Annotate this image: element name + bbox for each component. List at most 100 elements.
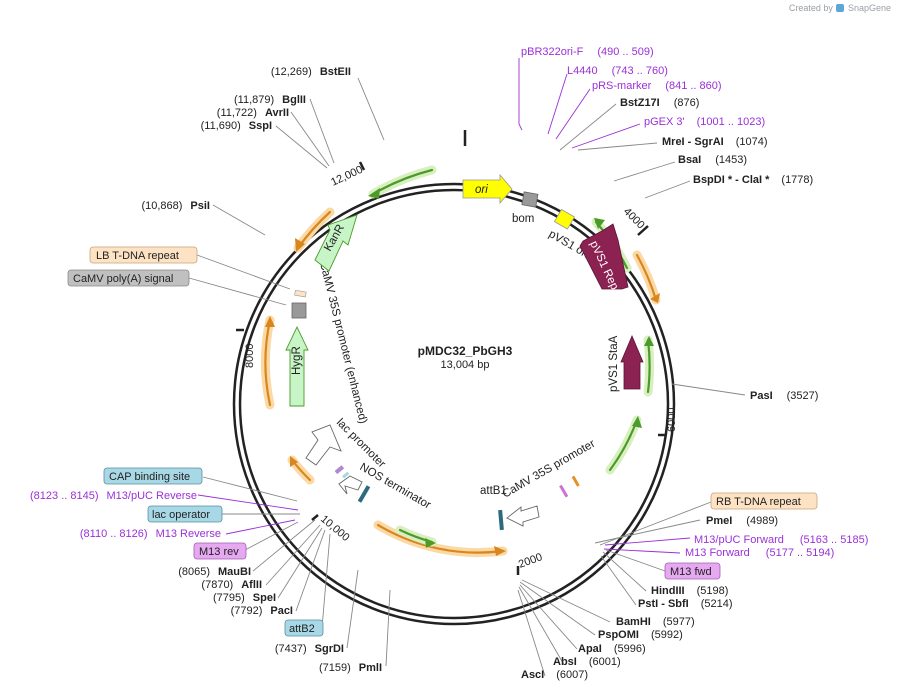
cap-binding-box-text: CAP binding site [109, 471, 190, 483]
site-ascI: AscI(6007) [521, 669, 588, 681]
attb2-box [284, 619, 324, 637]
leader-pmeI [594, 519, 701, 544]
site-prs-marker: pRS-marker (841 .. 860) [592, 80, 722, 92]
site-apaI-pos: (5996) [614, 643, 646, 655]
site-apaI-name: ApaI [578, 643, 602, 655]
ori-feature [462, 173, 513, 205]
backbone-outer [232, 182, 676, 626]
site-pasI-name: PasI [750, 390, 773, 402]
site-pspomI-pos: (5992) [651, 629, 683, 641]
lac-promoter-feature [338, 475, 363, 495]
site-m13puc-reverse-pos: (8123 .. 8145) [30, 490, 99, 502]
camv35s-feature [506, 505, 540, 527]
camv-polya-box-text: CaMV poly(A) signal [73, 273, 173, 285]
leader-claI [644, 180, 691, 199]
site-aflII-name: AflII [241, 579, 262, 591]
site-bglII-name: BglII [282, 94, 306, 106]
nos-feature [357, 485, 371, 503]
snapgene-logo-icon [836, 4, 845, 12]
leader-l4440 [547, 73, 568, 135]
site-sgrdI-pos: (7437) [275, 643, 307, 655]
pvs1-staa-label: pVS1 StaA [608, 335, 620, 392]
attb2-box-text: attB2 [289, 623, 315, 635]
leader-pacI [295, 529, 326, 612]
cap-binding-box [103, 467, 203, 485]
rb-repeat-box [710, 492, 818, 510]
site-m13puc-reverse-name: M13/pUC Reverse [107, 490, 197, 502]
attb1-feature [498, 509, 504, 531]
boxed-labels: LB T-DNA repeat CaMV poly(A) signal CAP … [67, 246, 818, 637]
site-m13puc-forward-pos: (5163 .. 5185) [800, 534, 869, 546]
right-labels: pBR322ori-F(490 .. 509) L4440(743 .. 760… [521, 46, 868, 681]
tick-label-12000: 12,000 [329, 164, 365, 189]
site-m13-reverse-name: M13 Reverse [156, 528, 221, 540]
site-bsteII-pos: (12,269) [271, 66, 312, 78]
leader-srgai [577, 142, 658, 151]
site-prs-marker-pos: (841 .. 860) [665, 80, 721, 92]
m13-fwd-box [664, 562, 721, 580]
lb-repeat-box-text: LB T-DNA repeat [96, 250, 179, 262]
watermark: Created by SnapGene [789, 3, 891, 13]
site-speI-pos: (7795) [213, 592, 245, 604]
pvs1-repa-feature [579, 223, 629, 290]
site-aflII-pos: (7870) [201, 579, 233, 591]
site-hindIII: HindIII(5198) [651, 585, 728, 597]
site-mrei-sgrai: MreI - SgrAI(1074) [662, 136, 768, 148]
site-pacI-name: PacI [270, 605, 293, 617]
site-pstI-sbfI-pos: (5214) [701, 598, 733, 610]
bom-feature [521, 191, 539, 208]
m13-rev-box-text: M13 rev [199, 546, 239, 558]
site-m13-reverse-pos: (8110 .. 8126) [80, 528, 148, 540]
leader-sspI [275, 125, 328, 169]
site-pbr322ori-f-name: pBR322ori-F [521, 46, 584, 58]
site-m13puc-forward-name: M13/pUC Forward [694, 534, 784, 546]
leader-psiI [212, 204, 266, 236]
orf-arrowhead-topleft [295, 238, 305, 252]
site-prs-marker-name: pRS-marker [592, 80, 652, 92]
site-mrei-sgrai-name: MreI - SgrAI [662, 136, 724, 148]
tick-label-8000: 10,000 [318, 513, 351, 544]
rb-repeat-box-text: RB T-DNA repeat [716, 496, 801, 508]
watermark-created-by: Created by [788, 3, 833, 13]
leader-attb2 [321, 533, 331, 629]
orf-arrowhead-right2 [650, 293, 660, 303]
site-bsai: BsaI(1453) [678, 154, 747, 166]
lac-small-1 [334, 465, 345, 475]
lb-repeat-box [89, 246, 198, 264]
orf-arrowhead-right3 [644, 336, 654, 346]
site-ascI-pos: (6007) [556, 669, 588, 681]
backbone-inner [238, 188, 670, 620]
pvs1-staa-feature [620, 334, 644, 390]
leader-bsteII [357, 77, 385, 141]
leader-m13puc-rev [197, 494, 299, 511]
orf-arrowhead-right [594, 218, 605, 229]
site-speI-name: SpeI [253, 592, 276, 604]
leader-prs-marker [555, 88, 591, 140]
site-sgrdI: (7437)SgrDI [275, 643, 344, 655]
leader-pmlI [385, 589, 391, 667]
site-hindIII-name: HindIII [651, 585, 685, 597]
site-maubI-pos: (8065) [178, 566, 210, 578]
orf-arrowhead-bottom2 [425, 538, 436, 548]
plasmid-size: 13,004 bp [441, 359, 490, 371]
site-speI: (7795) SpeI [213, 592, 276, 604]
leader-hindIII [602, 551, 647, 592]
leader-pbr322 [518, 58, 523, 131]
site-maubI: (8065)MauBI [178, 566, 251, 578]
site-m13-forward-name: M13 Forward [685, 547, 750, 559]
tick-label-2000: 4000 [621, 206, 647, 232]
site-pmeI-pos: (4989) [746, 515, 778, 527]
leader-sgrdI [346, 569, 359, 649]
site-bstz17i-name: BstZ17I [620, 97, 660, 109]
site-bglII: (11,879)BglII [234, 94, 306, 106]
hygr-feature [285, 325, 309, 407]
site-pbr322ori-f-pos: (490 .. 509) [597, 46, 653, 58]
site-claI-pos: (1778) [781, 174, 813, 186]
site-psiI-name: PsiI [190, 200, 210, 212]
leader-pasI [671, 383, 746, 396]
site-pasI-pos: (3527) [787, 390, 819, 402]
lac-promoter-label: lac promoter [334, 417, 388, 471]
leader-absI [518, 586, 564, 664]
